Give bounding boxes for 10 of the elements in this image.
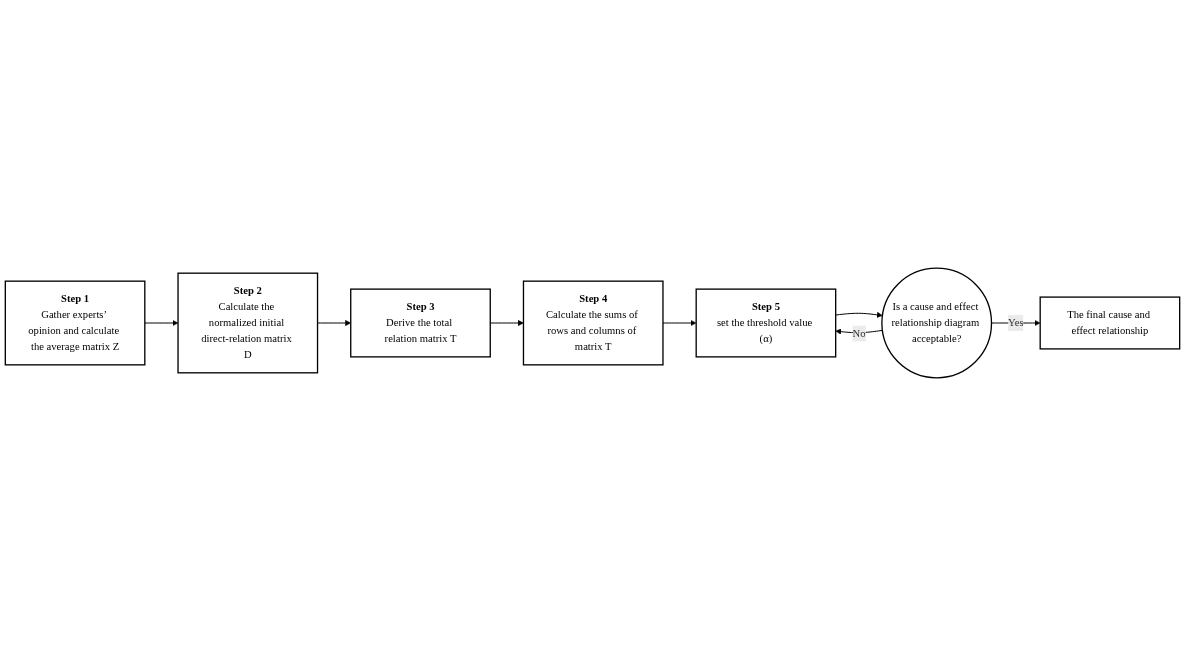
edge-label: No xyxy=(852,327,866,339)
edge-label: Yes xyxy=(1008,317,1024,329)
node-box: Step 2 Calculate the normalized initial direct-relation matrix D xyxy=(177,272,319,374)
node-box: Step 3 Derive the total relation matrix T xyxy=(350,288,491,358)
node-box: Step 1 Gather experts’ opinion and calculate the average matrix Z xyxy=(4,280,146,366)
node-box: The final cause and effect relationship xyxy=(1039,296,1181,350)
arrow xyxy=(835,312,883,318)
node-box: Step 5 set the threshold value (α) xyxy=(695,288,837,358)
node-box: Step 4 Calculate the sums of rows and columns of matrix T xyxy=(522,280,664,366)
node-circle: Is a cause and effect relationship diagram acceptable? xyxy=(881,267,993,379)
